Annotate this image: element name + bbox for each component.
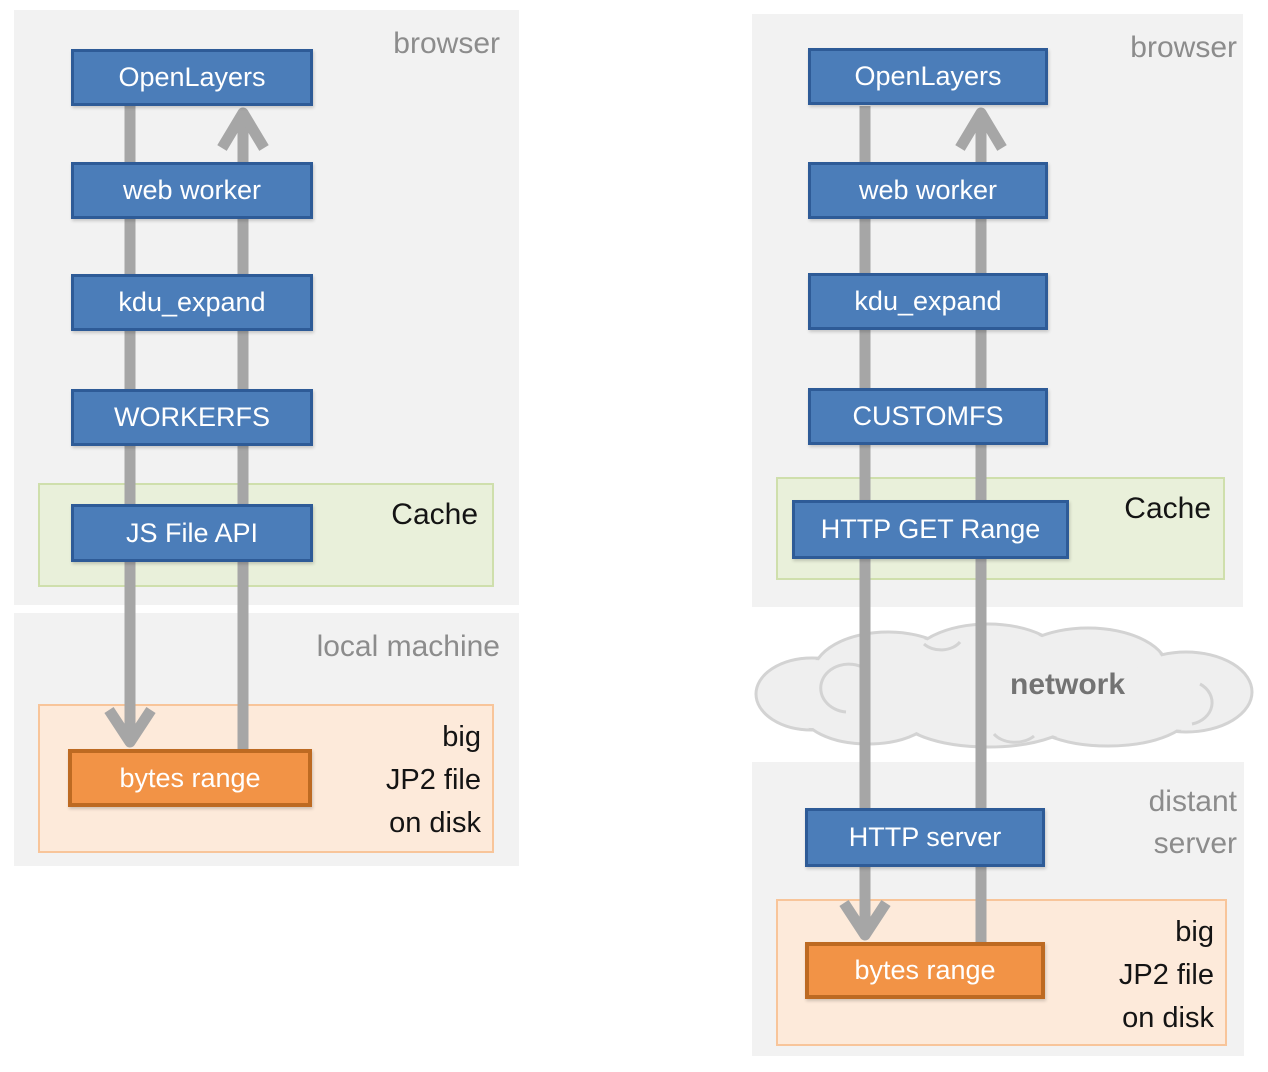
left-jp2-note-line1: big: [442, 721, 481, 753]
right-box-http-get-range-label: HTTP GET Range: [820, 514, 1041, 544]
right-distant-server-label: distant server: [1149, 781, 1237, 865]
right-box-http-server-label: HTTP server: [848, 822, 1002, 852]
right-box-bytes-range: bytes range: [805, 942, 1045, 999]
left-box-bytes-range-label: bytes range: [119, 762, 261, 793]
network-cloud: [754, 622, 1254, 749]
left-box-openlayers-label: OpenLayers: [118, 62, 266, 92]
right-jp2-note-line2: JP2 file: [1118, 959, 1214, 991]
right-browser-label: browser: [1130, 31, 1237, 64]
left-box-workerfs-label: WORKERFS: [113, 402, 270, 432]
left-jp2-note: big JP2 file on disk: [386, 716, 481, 845]
right-box-kdu-expand-label: kdu_expand: [854, 286, 1002, 316]
right-box-web-worker-label: web worker: [858, 175, 998, 205]
right-box-http-get-range: HTTP GET Range: [792, 500, 1069, 559]
left-box-web-worker: web worker: [71, 162, 313, 219]
right-jp2-note-line3: on disk: [1122, 1002, 1214, 1034]
network-label: network: [1010, 668, 1126, 701]
left-box-openlayers: OpenLayers: [71, 49, 313, 106]
right-jp2-note-line1: big: [1175, 916, 1214, 948]
left-cache-label: Cache: [391, 498, 478, 531]
right-cache-label: Cache: [1124, 492, 1211, 525]
right-box-kdu-expand: kdu_expand: [808, 273, 1048, 330]
right-jp2-note: big JP2 file on disk: [1119, 911, 1214, 1040]
right-box-openlayers: OpenLayers: [808, 48, 1048, 105]
right-box-bytes-range-label: bytes range: [854, 955, 996, 985]
left-box-kdu-expand: kdu_expand: [71, 274, 313, 331]
left-jp2-note-line3: on disk: [389, 807, 481, 839]
left-jp2-note-line2: JP2 file: [385, 764, 481, 796]
left-box-bytes-range: bytes range: [68, 749, 312, 807]
right-distant-server-label-line1: distant: [1148, 785, 1237, 818]
right-distant-server-label-line2: server: [1153, 827, 1237, 860]
left-box-js-file-api: JS File API: [71, 504, 313, 562]
left-browser-label: browser: [393, 27, 500, 60]
left-box-workerfs: WORKERFS: [71, 389, 313, 446]
left-box-web-worker-label: web worker: [122, 175, 262, 205]
left-box-js-file-api-label: JS File API: [125, 517, 259, 548]
right-box-http-server: HTTP server: [805, 808, 1045, 867]
right-box-web-worker: web worker: [808, 162, 1048, 219]
left-box-kdu-expand-label: kdu_expand: [118, 287, 266, 317]
right-box-customfs: CUSTOMFS: [808, 388, 1048, 445]
right-box-customfs-label: CUSTOMFS: [852, 401, 1004, 431]
left-local-machine-label: local machine: [316, 630, 500, 663]
right-box-openlayers-label: OpenLayers: [854, 61, 1002, 91]
